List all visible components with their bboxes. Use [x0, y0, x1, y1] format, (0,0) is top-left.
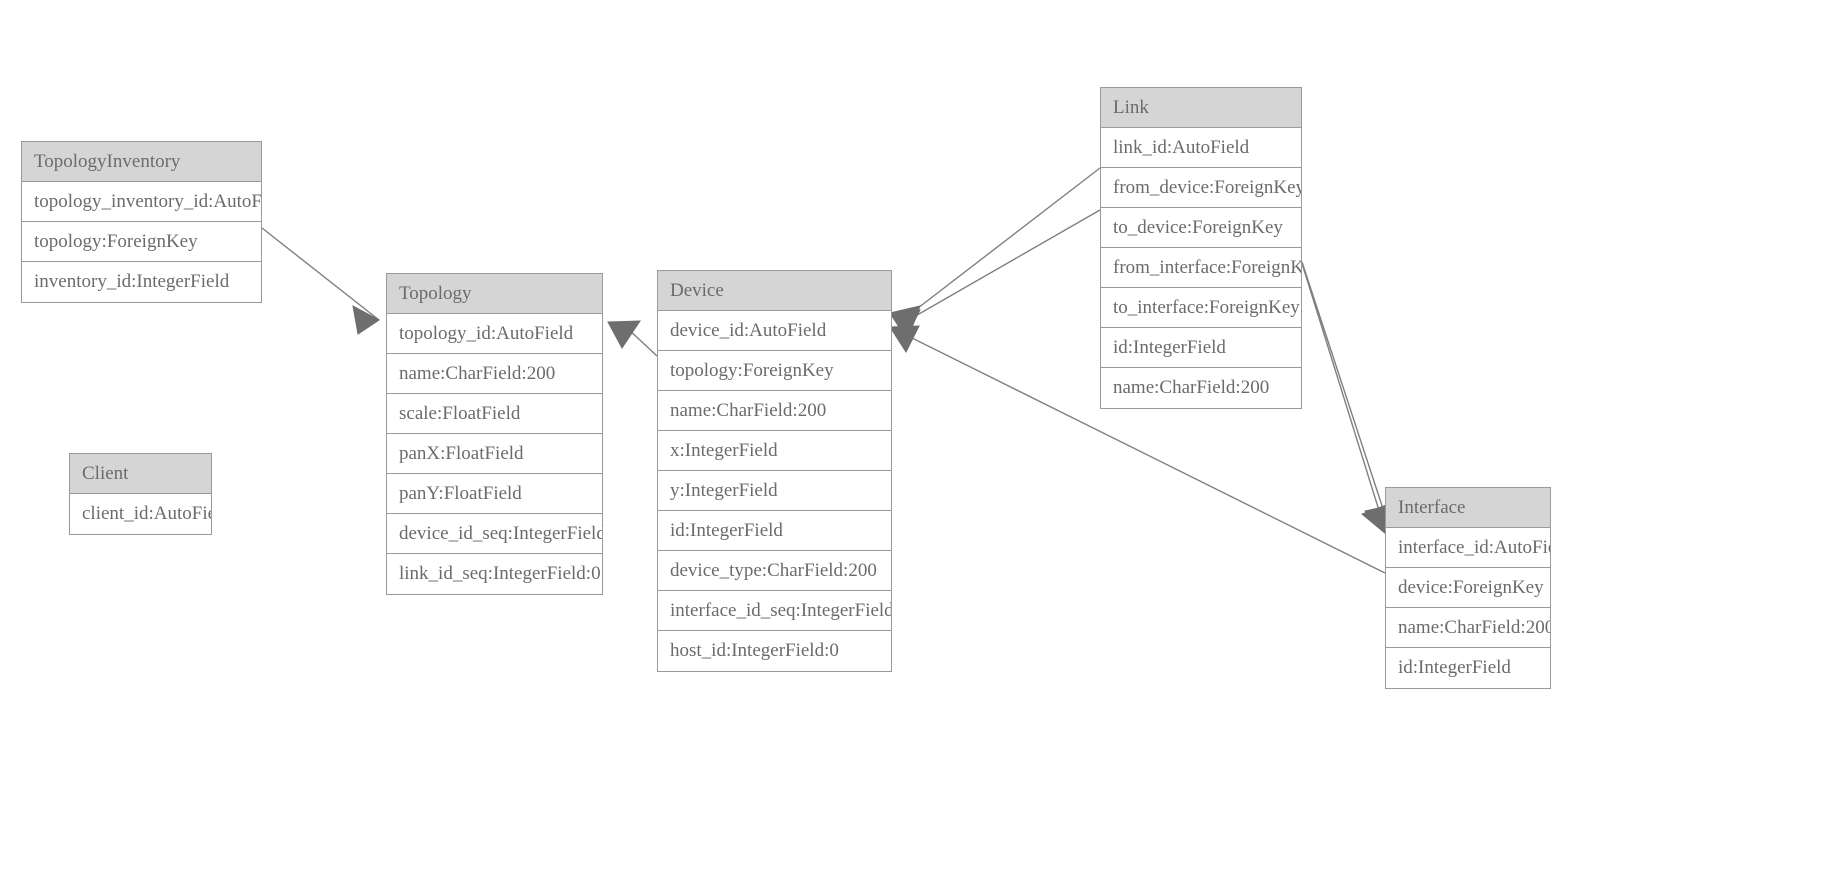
relationship-arrowhead [889, 309, 921, 340]
relationship-arrowhead [889, 325, 920, 354]
relationship-line [626, 327, 658, 357]
entity-field[interactable]: inventory_id:IntegerField [22, 262, 261, 302]
relationship-device-topology [607, 320, 658, 357]
entity-field[interactable]: to_device:ForeignKey [1101, 208, 1301, 248]
entity-field[interactable]: topology:ForeignKey [22, 222, 261, 262]
entity-field[interactable]: device:ForeignKey [1386, 568, 1550, 608]
entity-field[interactable]: x:IntegerField [658, 431, 891, 471]
entity-field[interactable]: name:CharField:200 [1101, 368, 1301, 408]
entity-field[interactable]: to_interface:ForeignKey [1101, 288, 1301, 328]
entity-field[interactable]: id:IntegerField [658, 511, 891, 551]
entity-field[interactable]: interface_id:AutoField [1386, 528, 1550, 568]
relationship-line [261, 227, 380, 321]
entity-field[interactable]: panX:FloatField [387, 434, 602, 474]
entity-field[interactable]: interface_id_seq:IntegerField:0 [658, 591, 891, 631]
relationship-arrowhead [607, 320, 641, 349]
entity-field[interactable]: host_id:IntegerField:0 [658, 631, 891, 671]
relationship-line [904, 209, 1101, 323]
relationship-line [904, 167, 1101, 319]
entity-field[interactable]: device_type:CharField:200 [658, 551, 891, 591]
entity-field[interactable]: name:CharField:200 [1386, 608, 1550, 648]
relationship-arrowhead [889, 305, 921, 337]
entity-field[interactable]: name:CharField:200 [658, 391, 891, 431]
entity-field[interactable]: from_device:ForeignKey [1101, 168, 1301, 208]
entity-title-device: Device [658, 271, 891, 311]
entity-interface[interactable]: Interfaceinterface_id:AutoFielddevice:Fo… [1385, 487, 1551, 689]
relationship-line [1299, 256, 1383, 521]
entity-field[interactable]: id:IntegerField [1101, 328, 1301, 368]
relationship-link-from_device [889, 167, 1101, 337]
entity-field[interactable]: link_id_seq:IntegerField:0 [387, 554, 602, 594]
relationship-link-to_device [889, 209, 1101, 340]
entity-field[interactable]: id:IntegerField [1386, 648, 1550, 688]
entity-title-topology: Topology [387, 274, 602, 314]
entity-field[interactable]: panY:FloatField [387, 474, 602, 514]
entity-field[interactable]: y:IntegerField [658, 471, 891, 511]
entity-field[interactable]: device_id:AutoField [658, 311, 891, 351]
entity-field[interactable]: from_interface:ForeignKey [1101, 248, 1301, 288]
entity-field[interactable]: topology_id:AutoField [387, 314, 602, 354]
entity-field[interactable]: device_id_seq:IntegerField:0 [387, 514, 602, 554]
relationship-arrowhead [352, 305, 380, 335]
entity-field[interactable]: client_id:AutoField [70, 494, 211, 534]
relationship-link-to_interface [1301, 261, 1393, 536]
entity-title-client: Client [70, 454, 211, 494]
entity-title-interface: Interface [1386, 488, 1550, 528]
relationship-link-from_interface [1299, 256, 1390, 535]
relationship-line [1301, 261, 1389, 525]
entity-field[interactable]: scale:FloatField [387, 394, 602, 434]
relationship-topologyinventory-topology [261, 227, 380, 335]
entity-field[interactable]: topology:ForeignKey [658, 351, 891, 391]
entity-title-link: Link [1101, 88, 1301, 128]
entity-title-topology_inventory: TopologyInventory [22, 142, 261, 182]
entity-field[interactable]: topology_inventory_id:AutoField [22, 182, 261, 222]
entity-field[interactable]: link_id:AutoField [1101, 128, 1301, 168]
entity-field[interactable]: name:CharField:200 [387, 354, 602, 394]
